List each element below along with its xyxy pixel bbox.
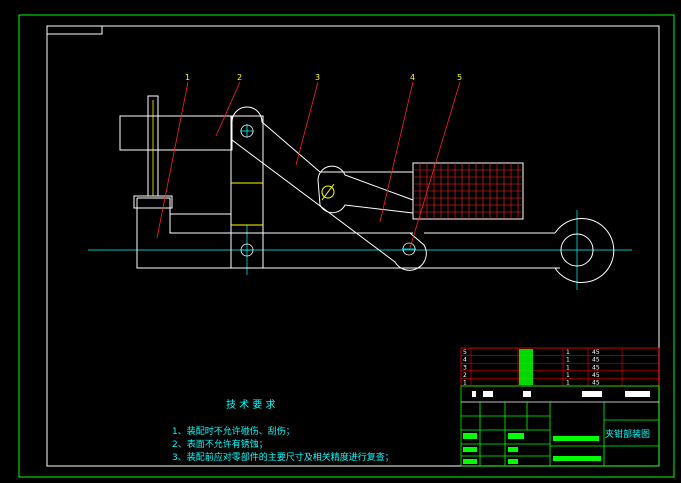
bom-row-qty: 1 — [566, 372, 570, 379]
bom-row-qty: 1 — [566, 364, 570, 371]
tech-item-1: 1、装配时不允许碰伤、刮伤； — [172, 425, 295, 437]
bom-row-no: 1 — [463, 380, 467, 387]
part-5-grip — [412, 162, 524, 220]
code-box — [46, 25, 103, 35]
center-mark-icon — [240, 124, 416, 257]
balloon-1: 1 — [185, 73, 190, 82]
inner-frame — [46, 25, 660, 467]
bom-row-material: 45 — [592, 364, 600, 371]
bom-row-qty: 1 — [566, 380, 570, 387]
balloon-4: 4 — [410, 73, 415, 82]
bom-row-material: 45 — [592, 349, 600, 356]
part-4-link — [317, 165, 414, 214]
balloon-5: 5 — [457, 73, 462, 82]
bom-row-qty: 1 — [566, 349, 570, 356]
balloon-3: 3 — [315, 73, 320, 82]
tech-requirements: 技 术 要 求 1、装配时不允许碰伤、刮伤； 2、表面不允许有锈蚀； 3、装配前… — [172, 398, 394, 463]
bom-row-qty: 1 — [566, 357, 570, 364]
bom-row-material: 45 — [592, 357, 600, 364]
tech-item-3: 3、装配前应对零部件的主要尺寸及相关精度进行复查； — [172, 451, 394, 463]
vertical-rod — [133, 95, 173, 209]
title-block — [460, 385, 660, 467]
bom-row-material: 45 — [592, 380, 600, 387]
bom-row-material: 45 — [592, 372, 600, 379]
diameter-symbol-icon — [321, 183, 335, 201]
balloon-labels: 1 2 3 4 5 — [185, 73, 462, 82]
title-block-fill — [463, 391, 650, 464]
clamp-arm — [424, 218, 615, 283]
tech-item-2: 2、表面不允许有锈蚀； — [172, 438, 268, 450]
part-1-base — [136, 197, 560, 269]
part-3-handle — [231, 106, 427, 271]
bom-row-no: 5 — [463, 349, 467, 356]
tech-heading: 技 术 要 求 — [226, 398, 276, 411]
drawing-title: 夹钳部装图 — [605, 428, 650, 440]
outer-frame — [18, 14, 675, 478]
bom-row-no: 4 — [463, 357, 467, 364]
balloon-2: 2 — [237, 73, 242, 82]
bom-row-no: 2 — [463, 372, 467, 379]
bom-row-no: 3 — [463, 364, 467, 371]
leader-lines — [156, 81, 461, 249]
part-2-block — [119, 115, 264, 269]
